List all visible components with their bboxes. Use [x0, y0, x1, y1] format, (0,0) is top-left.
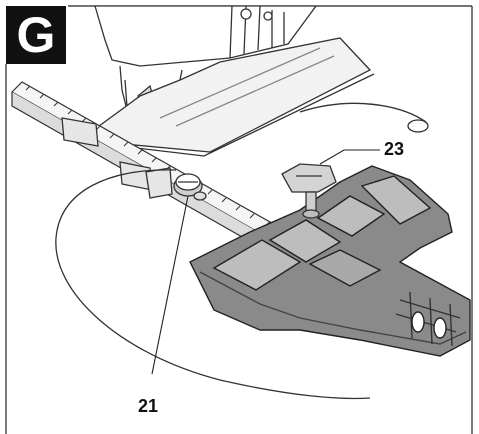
cord-end [299, 102, 427, 123]
figure-label-badge: G [6, 6, 66, 64]
center-pin-23 [281, 163, 337, 219]
callout-21: 21 [138, 396, 159, 416]
leader-23 [319, 149, 380, 165]
circle-guide-body [189, 165, 471, 357]
cut-circle-line [55, 169, 371, 400]
rail-clamps [61, 117, 173, 199]
leader-21 [151, 195, 189, 375]
callout-23: 23 [384, 139, 405, 159]
thumb-screw-21 [173, 173, 207, 201]
